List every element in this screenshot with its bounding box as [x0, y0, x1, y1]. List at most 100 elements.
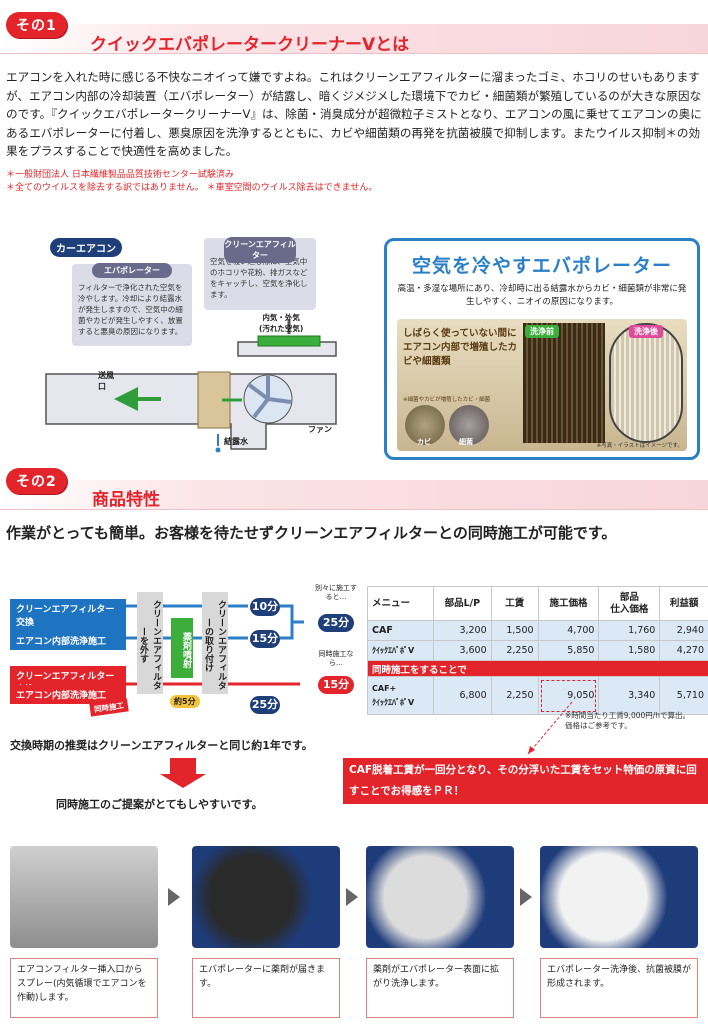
mold-label: カビ: [417, 438, 431, 446]
section2-badge: その2: [6, 468, 67, 494]
table-cell: 5,710: [659, 676, 708, 715]
evaporator-info-text: フィルターで浄化された空気を冷やします。冷却により結露水が発生しますので、空気中…: [78, 283, 183, 336]
flow-col-install: クリーンエアフィルターの取り付け: [202, 592, 228, 694]
clean-evaporator-photo: [609, 323, 683, 443]
time-badge-1: 10分: [250, 598, 280, 616]
evaporator-panel-desc: 高温・多湿な場所にあり、冷却時に出る結露水からカビ・細菌類が非常に発生しやすく、…: [397, 284, 687, 307]
table-cell: 2,250: [490, 640, 539, 661]
car-aircon-label: カーエアコン: [50, 238, 122, 257]
col-header-price: 施工価格: [537, 586, 600, 621]
step-2-photo: [192, 846, 340, 948]
aircon-duct-illustration: [45, 319, 337, 453]
table-cell-highlight: 9,050: [537, 676, 600, 715]
after-label: 洗浄後: [629, 325, 663, 338]
flow-col-remove: クリーンエアフィルターを外す: [137, 592, 163, 694]
footnote-1: ＊一般財団法人 日本繊維製品品質技術センター試験済み: [6, 170, 234, 180]
table-row-combo: CAF+ ｸｲｯｸｴﾊﾞﾎﾟV 6,800 2,250 9,050 3,340 …: [367, 676, 708, 715]
step-3-caption: 薬剤がエバポレーター表面に拡がり洗浄します。: [366, 958, 514, 1018]
evaporator-panel-title: 空気を冷やすエバポレーター: [411, 255, 672, 277]
intro-paragraph: エアコンを入れた時に感じる不快なニオイって嫌ですよね。これはクリーンエアフィルタ…: [6, 70, 702, 158]
table-cell: 4,270: [659, 640, 708, 661]
evaporator-info-head: エバポレーター: [92, 263, 172, 278]
table-cell: 3,340: [598, 676, 661, 715]
section2-header-bar: [0, 480, 708, 510]
flow-row-plus: ＋: [62, 679, 72, 689]
price-table: メニュー 部品L/P 工賃 施工価格 部品 仕入価格 利益額 CAF 3,200…: [367, 586, 708, 715]
table-cell: CAF+ ｸｲｯｸｴﾊﾞﾎﾟV: [367, 676, 434, 715]
step-3-photo: [366, 846, 514, 948]
table-cell: 4,700: [537, 620, 600, 641]
mold-photo: [405, 405, 445, 445]
separate-min: 25分: [318, 614, 354, 632]
separate-label: 別々に施工すると…: [315, 584, 357, 601]
table-cell: 1,580: [598, 640, 661, 661]
section2-headline: 作業がとっても簡単。お客様を待たせずクリーンエアフィルターとの同時施工が可能です…: [6, 524, 617, 542]
image-note: ※写真・イラストはイメージです。: [596, 443, 683, 449]
section2-title: 商品特性: [92, 490, 160, 510]
table-cell: 6,800: [433, 676, 492, 715]
bacteria-label: 細菌: [459, 438, 473, 446]
dirty-evaporator-photo: [523, 323, 605, 443]
flow-row-filter: クリーンエアフィルター交換: [10, 599, 126, 631]
table-row: CAF 3,200 1,500 4,700 1,760 2,940: [367, 620, 708, 641]
section1-badge: その1: [6, 12, 67, 38]
table-cell: 1,760: [598, 620, 661, 641]
bacteria-photo: [449, 405, 489, 445]
step-arrow-icon: [346, 888, 358, 906]
mold-callout-small: ※細菌やカビが増殖したカビ・細菌: [403, 397, 491, 403]
step-arrow-icon: [168, 888, 180, 906]
table-cell: 3,600: [433, 640, 492, 661]
flow-row-clean: エアコン内部洗浄施工: [10, 631, 126, 650]
step-2-caption: エバポレーターに薬剤が届きます。: [192, 958, 340, 1018]
table-row: ｸｲｯｸｴﾊﾞﾎﾟV 3,600 2,250 5,850 1,580 4,270: [367, 640, 708, 661]
col-header-menu: メニュー: [367, 586, 434, 621]
evaporator-info: エバポレーター フィルターで浄化された空気を冷やします。冷却により結露水が発生し…: [72, 263, 192, 346]
price-note: ※時間当たり工賃9,000円/hで算出。 価格はご参考です。: [565, 711, 691, 730]
simul-min: 15分: [318, 676, 354, 694]
table-cell: 5,850: [537, 640, 600, 661]
section1-header-bar: [0, 24, 708, 54]
savings-callout: CAF脱着工賃が一回分となり、その分浮いた工賃をセット特価の原資に回すことでお得…: [343, 758, 708, 804]
condensate-label: 結露水: [224, 437, 248, 446]
flow-spray-min: 約5分: [170, 695, 200, 708]
step-4-photo: [540, 846, 698, 948]
step-arrow-icon: [520, 888, 532, 906]
flow-row-combo-b: エアコン内部洗浄施工: [10, 685, 126, 704]
col-header-cost: 部品 仕入価格: [598, 586, 661, 621]
aircon-diagram: カーエアコン エバポレーター フィルターで浄化された空気を冷やします。冷却により…: [6, 224, 378, 460]
time-badge-2: 15分: [250, 630, 280, 648]
evaporator-panel: 空気を冷やすエバポレーター 高温・多湿な場所にあり、冷却時に出る結露水からカビ・…: [384, 238, 700, 460]
section1-title: クイックエバポレータークリーナーVとは: [90, 35, 410, 55]
mold-callout: しばらく使っていない間にエアコン内部で増殖したカビや細菌類: [403, 328, 518, 367]
table-cell: ｸｲｯｸｴﾊﾞﾎﾟV: [367, 640, 434, 661]
time-badge-3: 25分: [250, 696, 280, 714]
work-flow-diagram: クリーンエアフィルター交換 エアコン内部洗浄施工 クリーンエアフィルター交換 ＋…: [0, 584, 365, 724]
table-row-simul: 同時施工をすることで: [367, 660, 708, 677]
simul-label: 同時施工なら…: [318, 650, 354, 667]
col-header-profit: 利益額: [659, 586, 708, 621]
step-1-photo: [10, 846, 158, 948]
table-cell: 2,940: [659, 620, 708, 641]
col-header-labor: 工賃: [490, 586, 539, 621]
step-1-caption: エアコンフィルター挿入口からスプレー(内気循環でエアコンを作動)します。: [10, 958, 158, 1018]
table-cell: 1,500: [490, 620, 539, 641]
filter-info-head: クリーンエアフィルター: [224, 237, 296, 263]
before-label: 洗浄前: [525, 325, 559, 338]
down-arrow-icon: [160, 774, 206, 788]
table-cell: 3,200: [433, 620, 492, 641]
col-header-parts-lp: 部品L/P: [433, 586, 492, 621]
filter-info: クリーンエアフィルター 空気を吸い込む際に、空気中のホコリや花粉、排ガスなどをキ…: [204, 237, 316, 310]
evaporator-photo-area: しばらく使っていない間にエアコン内部で増殖したカビや細菌類 ※細菌やカビが増殖し…: [397, 319, 687, 451]
recommend-line-1: 交換時期の推奨はクリーンエアフィルターと同じ約1年です。: [10, 739, 313, 752]
table-cell: 2,250: [490, 676, 539, 715]
simul-row-label: 同時施工をすることで: [367, 660, 708, 677]
down-arrow-stem: [170, 758, 196, 774]
flow-col-spray: 薬剤噴射: [171, 618, 193, 678]
fan-label: ファン: [308, 425, 332, 434]
outlet-label: 送風口: [98, 371, 114, 391]
table-cell: CAF: [367, 620, 434, 641]
footnote-2: ＊全てのウイルスを除去する訳ではありません。 ＊車室空間のウイルス除去はできませ…: [6, 183, 378, 193]
recommend-line-2: 同時施工のご提案がとてもしやすいです。: [56, 798, 263, 811]
air-in-label: 内気・外気 (汚れた空気): [259, 313, 304, 333]
step-4-caption: エバポレーター洗浄後、抗菌被膜が形成されます。: [540, 958, 698, 1018]
